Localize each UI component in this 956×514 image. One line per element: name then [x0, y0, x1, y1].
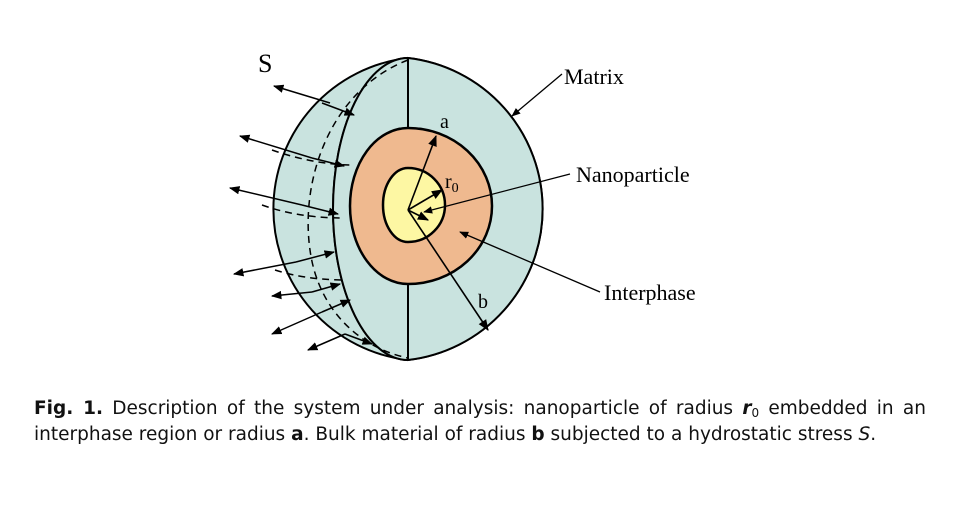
- caption-radius-a: a: [291, 424, 304, 445]
- nanoparticle-leader: [423, 173, 571, 214]
- radius-b-arrow: [407, 209, 489, 331]
- label-radius-r: r: [445, 171, 452, 193]
- label-matrix: Matrix: [564, 64, 624, 89]
- radius-a-arrow: [407, 134, 437, 211]
- label-radius-b: b: [478, 291, 488, 313]
- system-diagram: S Matrix Nanoparticle Interphase a b r0: [228, 49, 696, 362]
- caption-text-5: .: [870, 424, 877, 445]
- label-interphase: Interphase: [604, 280, 696, 305]
- label-radius-a: a: [440, 111, 449, 133]
- figure-caption: Fig. 1. Description of the system under …: [34, 396, 926, 448]
- caption-text-1: Description of the system under analysis…: [102, 398, 743, 419]
- matrix-leader: [511, 73, 563, 117]
- stress-arrows: [228, 84, 373, 351]
- label-radius-r0: r0: [445, 171, 459, 196]
- caption-radius-r: r: [742, 398, 752, 419]
- label-stress: S: [258, 49, 272, 78]
- radius-r0-arrow: [407, 189, 443, 211]
- caption-text-3: . Bulk material of radius: [303, 424, 532, 445]
- caption-text-2: embedded in an interphase region or radi…: [34, 398, 926, 445]
- shell-dashed-lines: [261, 59, 409, 359]
- caption-radius-r-sub: 0: [751, 406, 760, 420]
- label-radius-r-sub: 0: [452, 181, 459, 196]
- interphase-leader: [459, 231, 601, 293]
- caption-text-4: subjected to a hydrostatic stress: [544, 424, 859, 445]
- caption-radius-b: b: [531, 424, 545, 445]
- radius-arrows: [407, 134, 489, 331]
- caption-stress-s: S: [858, 424, 871, 445]
- leader-lines: [423, 73, 601, 293]
- label-nanoparticle: Nanoparticle: [576, 162, 690, 187]
- caption-fig-label: Fig. 1.: [34, 398, 103, 419]
- nanoparticle-region: [381, 166, 447, 244]
- radius-r0-arrow-2: [407, 209, 430, 221]
